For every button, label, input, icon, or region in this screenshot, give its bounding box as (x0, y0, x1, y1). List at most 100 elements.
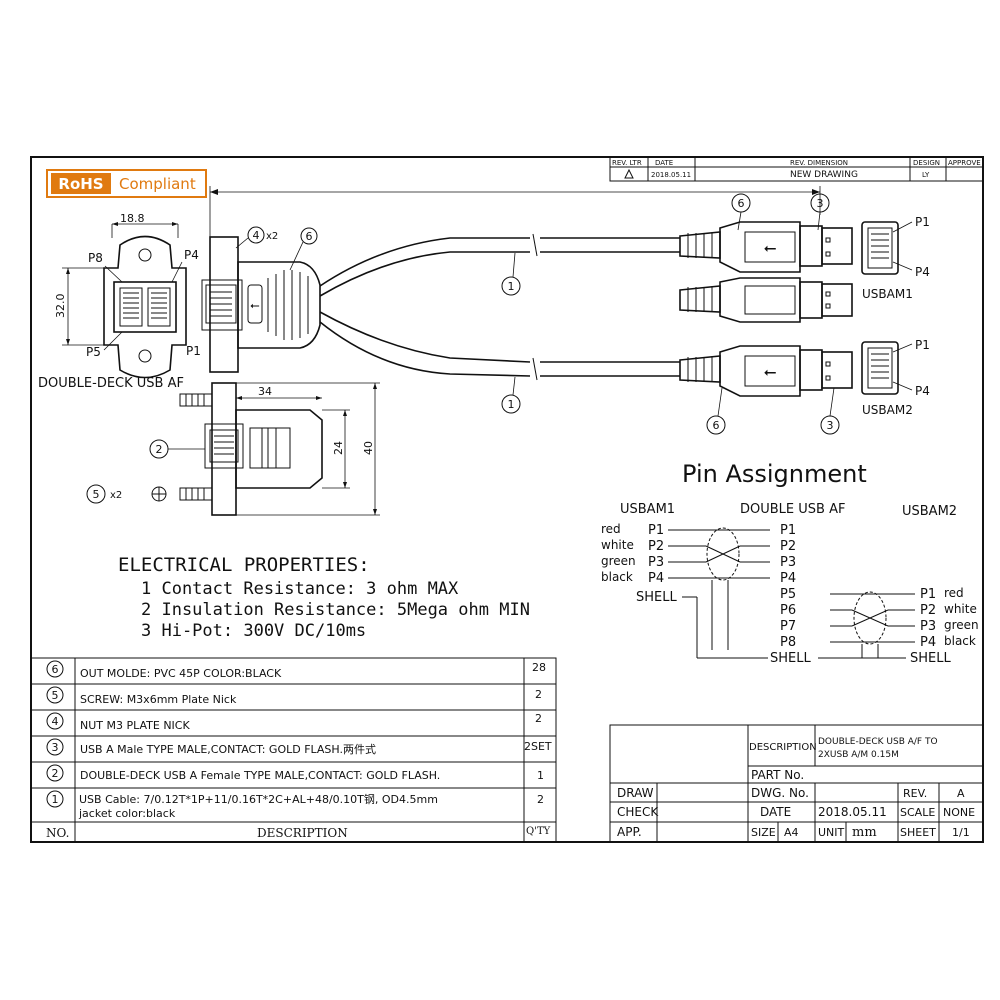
svg-text:1: 1 (508, 280, 515, 293)
bom-desc-6: OUT MOLDE: PVC 45P COLOR:BLACK (80, 667, 282, 680)
cable-lower (319, 311, 680, 381)
compliant-label: Compliant (119, 175, 196, 193)
bom-row: 5 SCREW: M3x6mm Plate Nick 2 (46, 686, 542, 706)
callout-4: 4 x2 (235, 226, 278, 249)
pin-assignment-title: Pin Assignment (682, 460, 867, 488)
mid-pin-8: P8 (780, 635, 796, 650)
left-pin-4: P4 (648, 571, 664, 586)
tb-unit: UNIT (818, 826, 845, 839)
electrical-line-2: 2 Insulation Resistance: 5Mega ohm MIN (141, 600, 530, 620)
electrical-line-3: 3 Hi-Pot: 300V DC/10ms (141, 621, 366, 641)
bom-desc-1-line2: jacket color:black (78, 807, 176, 820)
right-pin-2: P2 (920, 603, 936, 618)
pin-assignment: Pin Assignment USBAM1 DOUBLE USB AF USBA… (601, 460, 979, 666)
pin-col-mid: DOUBLE USB AF (740, 502, 845, 517)
tb-dwg-no: DWG. No. (751, 786, 809, 800)
usbam2-end-view: P1 P4 USBAM2 (861, 338, 930, 417)
mid-pin-5: P5 (780, 587, 796, 602)
left-color-2: white (601, 538, 634, 552)
svg-text:3: 3 (827, 419, 834, 432)
bom-qty-4: 2 (535, 712, 542, 725)
bom-desc-2: DOUBLE-DECK USB A Female TYPE MALE,CONTA… (80, 769, 440, 782)
tb-scale-value: NONE (943, 806, 975, 819)
callout-1-lower: 1 (501, 376, 521, 414)
front-view-receptacle: 18.8 P8 P4 P5 P1 32.0 DO (38, 212, 201, 391)
dim-18-8: 18.8 (120, 212, 145, 225)
rohs-badge: RoHS Compliant (46, 169, 207, 198)
tb-description-value-1: DOUBLE-DECK USB A/F TO (818, 737, 938, 747)
right-shell: SHELL (910, 651, 951, 666)
bom-no-2: 2 (52, 767, 59, 780)
mid-pin-7: P7 (780, 619, 796, 634)
usb-plug-upper: ⭠ (679, 221, 853, 273)
rev-design-value: LY (922, 171, 930, 179)
electrical-line-1: 1 Contact Resistance: 3 ohm MAX (141, 579, 459, 599)
right-color-2: white (944, 602, 977, 616)
title-block: DESCRIPTION DOUBLE-DECK USB A/F TO 2XUSB… (609, 724, 984, 843)
svg-text:⭠: ⭠ (764, 362, 777, 381)
dim-34: 34 (258, 385, 272, 398)
tb-check: CHECK (617, 805, 659, 819)
tb-date-value: 2018.05.11 (818, 805, 887, 819)
bom-row: 3 USB A Male TYPE MALE,CONTACT: GOLD FLA… (46, 738, 552, 756)
usbam1-label: USBAM1 (862, 287, 913, 301)
svg-text:3: 3 (817, 197, 824, 210)
usbam1-end-view: P1 P4 USBAM1 (861, 215, 930, 301)
bom-desc-1: USB Cable: 7/0.12T*1P+11/0.16T*2C+AL+48/… (79, 793, 438, 806)
svg-text:⭠: ⭠ (764, 238, 777, 257)
bom-header-qty: Q'TY (526, 826, 551, 837)
mid-shell: SHELL (770, 651, 811, 666)
bom-no-5: 5 (52, 689, 59, 702)
right-color-3: green (944, 618, 979, 632)
svg-text:2: 2 (156, 443, 163, 456)
tb-appr: APP. (617, 825, 642, 839)
right-color-1: red (944, 586, 964, 600)
left-color-4: black (601, 570, 633, 584)
electrical-properties: ELECTRICAL PROPERTIES: 1 Contact Resista… (118, 554, 530, 641)
usb-plug-middle (679, 277, 853, 323)
callout-6-receptacle: 6 (289, 227, 318, 271)
mid-pin-6: P6 (780, 603, 796, 618)
tb-sheet-value: 1/1 (952, 826, 970, 839)
svg-text:5: 5 (93, 488, 100, 501)
bom-header-no: NO. (46, 826, 69, 840)
bom-table: 6 OUT MOLDE: PVC 45P COLOR:BLACK 28 5 SC… (30, 657, 557, 843)
bom-no-4: 4 (52, 715, 59, 728)
right-pin-1: P1 (920, 587, 936, 602)
tb-description-label: DESCRIPTION (749, 742, 817, 753)
bom-header-desc: DESCRIPTION (257, 826, 348, 840)
receptacle-section-view: 34 24 40 (179, 382, 380, 516)
callout-3-plug-upper: 3 (810, 193, 830, 231)
usb-symbol-receptacle: ⭠ (250, 298, 260, 312)
rev-dimension-header: REV. DIMENSION (790, 159, 848, 167)
usbam2-label: USBAM2 (862, 403, 913, 417)
svg-text:1: 1 (508, 398, 515, 411)
callout-6-plug-upper: 6 (731, 193, 751, 231)
tb-draw: DRAW (617, 786, 654, 800)
pin-label-p8: P8 (88, 251, 103, 265)
pin-label-p5: P5 (86, 345, 101, 359)
tb-date: DATE (760, 805, 791, 819)
pin-label-p1-front: P1 (186, 344, 201, 358)
usb-plug-lower: ⭠ (679, 345, 853, 397)
tb-size-value: A4 (784, 826, 799, 839)
bom-no-6: 6 (52, 663, 59, 676)
pin-label-p4-front: P4 (184, 248, 199, 262)
bom-desc-4: NUT M3 PLATE NICK (80, 719, 190, 732)
tb-description-value-2: 2XUSB A/M 0.15M (818, 750, 899, 760)
rev-dimension-value: NEW DRAWING (790, 170, 858, 180)
rev-design-header: DESIGN (913, 159, 940, 167)
tb-rev-value: A (957, 787, 965, 800)
tb-scale: SCALE (900, 806, 935, 819)
usbam2-p4: P4 (915, 384, 930, 398)
callout-5: 5 x2 (86, 484, 167, 504)
cable-upper (319, 233, 680, 297)
svg-text:4: 4 (253, 229, 260, 242)
mid-pin-2: P2 (780, 539, 796, 554)
double-deck-af-label: DOUBLE-DECK USB AF (38, 376, 184, 391)
callout-2: 2 (149, 439, 205, 459)
tb-rev: REV. (903, 787, 927, 800)
rohs-label: RoHS (58, 175, 103, 193)
svg-text:6: 6 (713, 419, 720, 432)
pin-col-left: USBAM1 (620, 502, 675, 517)
